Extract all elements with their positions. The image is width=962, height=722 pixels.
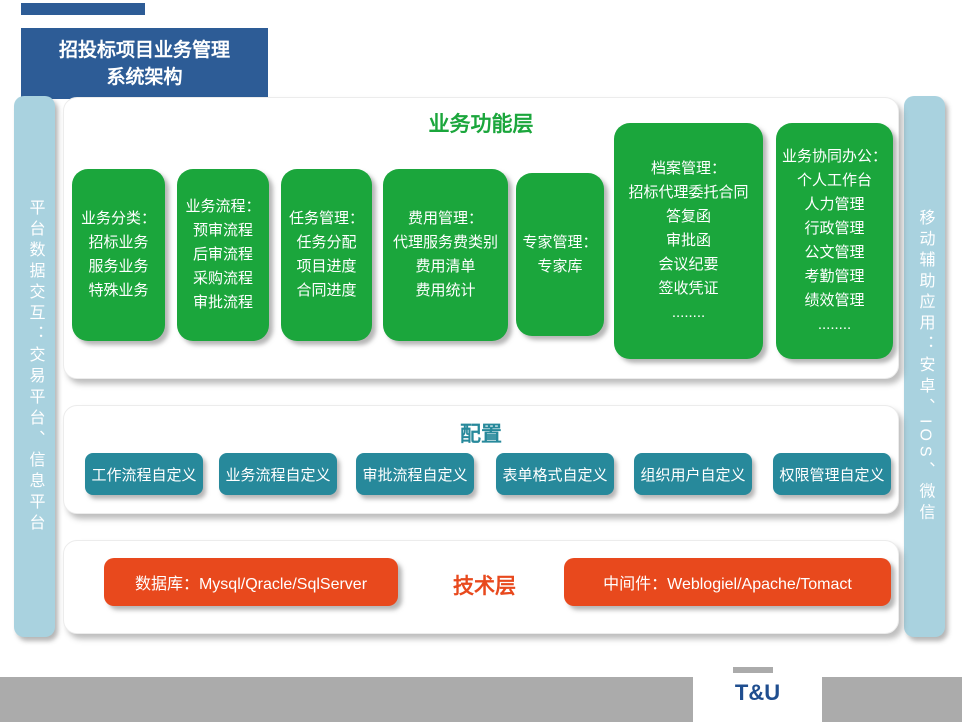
database-box: 数据库：Mysql/Qracle/SqlServer	[104, 558, 398, 606]
box-title: 任务管理：	[288, 210, 364, 227]
tech-layer-title: 技术层	[453, 575, 516, 598]
business-box-collaboration: 业务协同办公： 个人工作台 人力管理 行政管理 公文管理 考勤管理 绩效管理 .…	[776, 123, 893, 359]
box-items: 招标代理委托合同 答复函 审批函 会议纪要 签收凭证 ........	[628, 184, 749, 321]
config-item-permission: 权限管理自定义	[773, 453, 891, 495]
business-box-task: 任务管理： 任务分配 项目进度 合同进度	[281, 169, 372, 341]
business-box-fee: 费用管理： 代理服务费类别 费用清单 费用统计	[383, 169, 508, 341]
footer-bar-left	[0, 677, 693, 722]
box-items: 任务分配 项目进度 合同进度	[296, 234, 357, 299]
footer-bar-right	[822, 677, 962, 722]
business-box-workflow: 业务流程： 预审流程 后审流程 采购流程 审批流程	[177, 169, 269, 341]
business-layer-title: 业务功能层	[428, 113, 534, 136]
box-title: 档案管理：	[650, 160, 726, 177]
box-items: 预审流程 后审流程 采购流程 审批流程	[192, 222, 253, 311]
business-layer-panel: 业务功能层 业务分类： 招标业务 服务业务 特殊业务 业务流程： 预审流程 后审…	[63, 97, 899, 379]
business-box-classification: 业务分类： 招标业务 服务业务 特殊业务	[72, 169, 165, 341]
business-box-archive: 档案管理： 招标代理委托合同 答复函 审批函 会议纪要 签收凭证 .......…	[614, 123, 763, 359]
middleware-box: 中间件：Weblogiel/Apache/Tomact	[564, 558, 891, 606]
box-title: 业务流程：	[185, 198, 261, 215]
config-item-org-user: 组织用户自定义	[634, 453, 752, 495]
footer-logo: T&U	[734, 680, 781, 705]
right-rail-mobile-apps: 移动辅助应用：安卓、IOS、微信	[904, 96, 945, 637]
right-rail-label: 移动辅助应用：安卓、IOS、微信	[916, 208, 934, 525]
title-box: 招投标项目业务管理 系统架构	[21, 28, 268, 99]
box-title: 费用管理：	[407, 210, 483, 227]
config-item-approval-flow: 审批流程自定义	[356, 453, 474, 495]
page-title: 招投标项目业务管理 系统架构	[58, 39, 230, 88]
logo-accent-bar	[733, 667, 773, 673]
box-title: 专家管理：	[522, 233, 598, 251]
box-title: 业务协同办公：	[781, 148, 887, 165]
config-layer-title: 配置	[460, 423, 502, 446]
box-items: 代理服务费类别 费用清单 费用统计	[392, 234, 498, 299]
config-layer-panel: 配置 工作流程自定义 业务流程自定义 审批流程自定义 表单格式自定义 组织用户自…	[63, 405, 899, 514]
business-box-expert: 专家管理： 专家库	[516, 173, 604, 336]
tech-layer-panel: 数据库：Mysql/Qracle/SqlServer 技术层 中间件：Weblo…	[63, 540, 899, 634]
box-items: 专家库	[537, 257, 583, 275]
box-items: 招标业务 服务业务 特殊业务	[88, 234, 149, 299]
left-rail-label: 平台数据交互：交易平台、信息平台	[26, 198, 44, 535]
config-item-business-flow: 业务流程自定义	[219, 453, 337, 495]
config-item-work-flow: 工作流程自定义	[85, 453, 203, 495]
box-items: 个人工作台 人力管理 行政管理 公文管理 考勤管理 绩效管理 ........	[796, 172, 872, 333]
left-rail-platform-data: 平台数据交互：交易平台、信息平台	[14, 96, 55, 637]
config-item-form-format: 表单格式自定义	[496, 453, 614, 495]
top-accent-bar	[21, 3, 145, 15]
box-title: 业务分类：	[80, 210, 156, 227]
